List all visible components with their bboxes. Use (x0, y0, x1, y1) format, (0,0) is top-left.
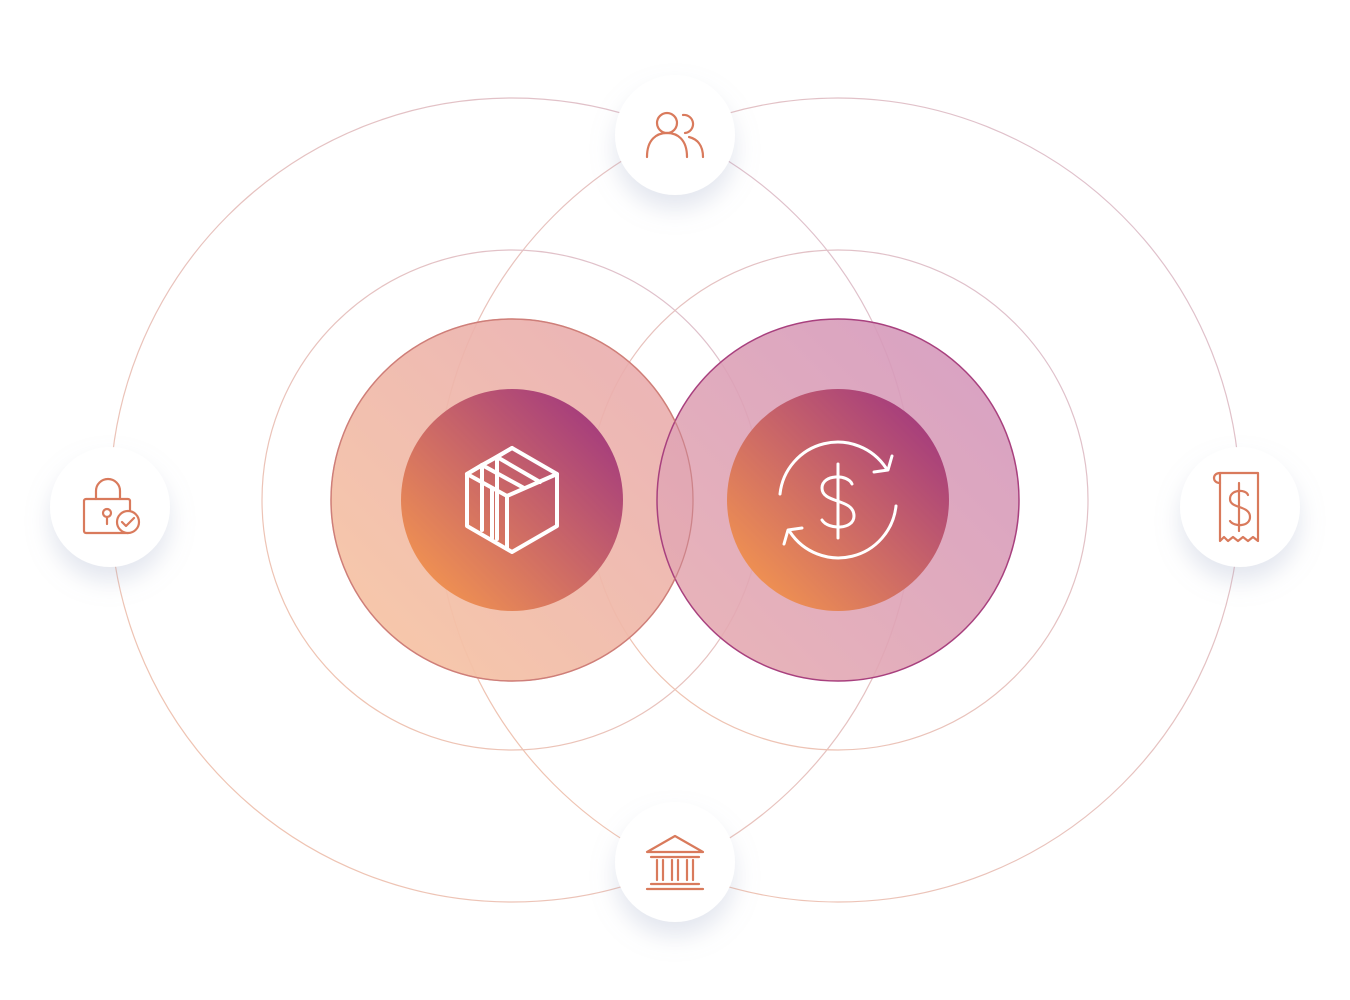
hub-left-outline (330, 318, 694, 682)
node-top (615, 75, 735, 195)
users-icon (645, 111, 705, 159)
dollar-refresh-icon (778, 440, 898, 560)
lock-check-icon (82, 477, 141, 535)
cube-layers-icon (465, 446, 559, 554)
node-right (1180, 447, 1300, 567)
bank-icon (645, 834, 705, 891)
receipt-dollar-icon (1212, 471, 1260, 543)
node-bottom (615, 802, 735, 922)
hub-left-inner (401, 389, 623, 611)
node-left (50, 447, 170, 567)
